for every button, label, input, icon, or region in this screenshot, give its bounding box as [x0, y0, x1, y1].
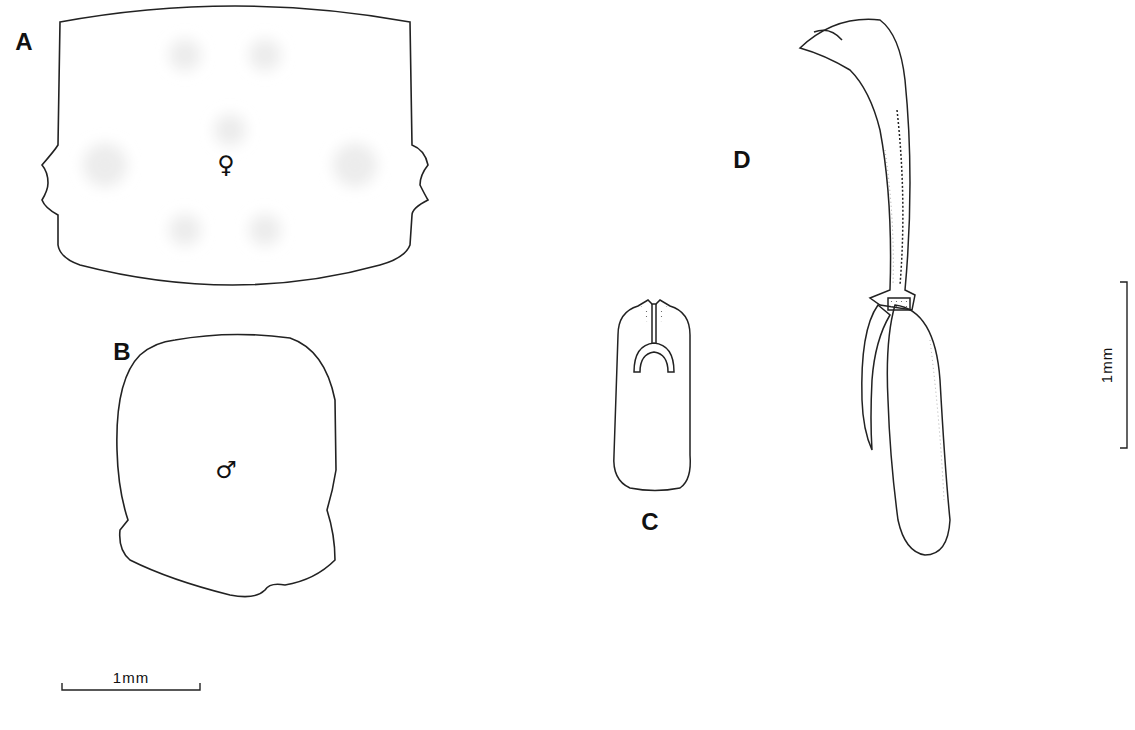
sex-symbol: ♀	[217, 153, 235, 177]
scale-label: 1mm	[113, 670, 149, 685]
sex-symbol: ♂	[215, 458, 237, 482]
aedeagus	[800, 19, 950, 555]
pronotum-female	[42, 6, 428, 285]
figure-letter: C	[641, 510, 658, 534]
scale-label: 1mm	[1099, 347, 1114, 383]
figure-letter: A	[15, 30, 32, 54]
scale-bar	[1120, 282, 1127, 448]
pronotum-male	[117, 334, 336, 596]
sclerite	[614, 300, 690, 491]
figure-letter: B	[113, 340, 130, 364]
figure-letter: D	[733, 148, 750, 172]
